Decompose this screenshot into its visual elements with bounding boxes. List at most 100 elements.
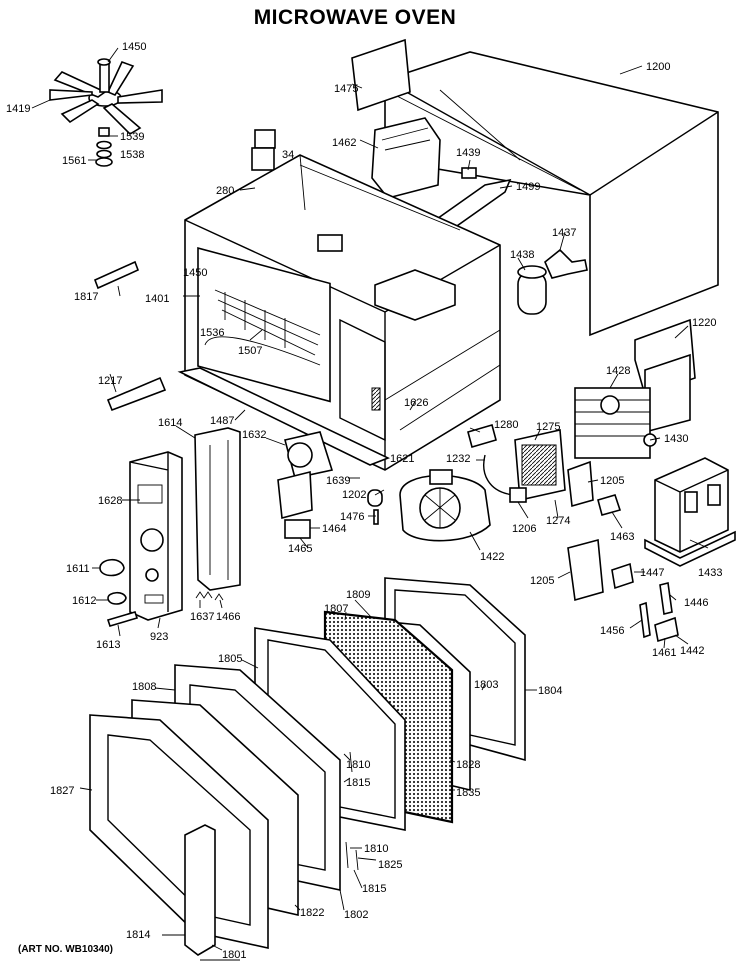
- callout-1613: 1613: [96, 639, 120, 651]
- callout-labels: 1450 1419 1539 1538 1561 1475 1200 1462 …: [6, 41, 722, 961]
- blower-motor-drawing: [399, 469, 491, 542]
- outer-case-drawing: [384, 51, 719, 337]
- page-title: MICROWAVE OVEN: [253, 6, 457, 29]
- callout-1275: 1275: [536, 421, 560, 433]
- callout-1464: 1464: [322, 523, 346, 535]
- callout-1422: 1422: [480, 551, 504, 563]
- callout-34: 34: [282, 149, 294, 161]
- callout-1810b: 1810: [364, 843, 388, 855]
- capacitor-drawing: [517, 248, 588, 315]
- callout-1632: 1632: [242, 429, 266, 441]
- callout-1803: 1803: [474, 679, 498, 691]
- callout-1439: 1439: [456, 147, 480, 159]
- callout-1205a: 1205: [600, 475, 624, 487]
- callout-923: 923: [150, 631, 168, 643]
- callout-1447: 1447: [640, 567, 664, 579]
- callout-1220: 1220: [692, 317, 716, 329]
- callout-1536: 1536: [200, 327, 224, 339]
- leader-lines: [31, 47, 709, 951]
- callout-1401: 1401: [145, 293, 169, 305]
- callout-1475: 1475: [334, 83, 358, 95]
- door-trim-1827: [89, 714, 269, 949]
- callout-1487: 1487: [210, 415, 234, 427]
- art-number: (ART NO. WB10340): [18, 944, 114, 955]
- callout-1561: 1561: [62, 155, 86, 167]
- callout-1217: 1217: [98, 375, 122, 387]
- callout-1809: 1809: [346, 589, 370, 601]
- callout-1815b: 1815: [362, 883, 386, 895]
- fan-blade-drawing: [49, 58, 163, 167]
- callout-1205b: 1205: [530, 575, 554, 587]
- callout-1499: 1499: [516, 181, 540, 193]
- callout-1621: 1621: [390, 453, 414, 465]
- callout-1462: 1462: [332, 137, 356, 149]
- callout-1461: 1461: [652, 647, 676, 659]
- callout-1232: 1232: [446, 453, 470, 465]
- callout-1280: 1280: [494, 419, 518, 431]
- power-cord: [483, 454, 526, 499]
- callout-1456: 1456: [600, 625, 624, 637]
- callout-1817: 1817: [74, 291, 98, 303]
- stirrer-motor-drawing: [277, 431, 334, 539]
- callout-1206: 1206: [512, 523, 536, 535]
- control-panel-drawing: [129, 451, 183, 621]
- small-bracket: [461, 167, 477, 179]
- callout-280: 280: [216, 185, 234, 197]
- switch-1447: [611, 562, 634, 590]
- knob-1611: [99, 558, 125, 577]
- callout-1465: 1465: [288, 543, 312, 555]
- transformer-drawing: [644, 457, 736, 567]
- callout-1476: 1476: [340, 511, 364, 523]
- bracket-1817: [93, 260, 140, 290]
- callout-1438: 1438: [510, 249, 534, 261]
- callout-1274: 1274: [546, 515, 570, 527]
- latch-bar-1613: [106, 611, 139, 627]
- callout-1827: 1827: [50, 785, 74, 797]
- callout-1611: 1611: [66, 563, 90, 575]
- screw-1456: [639, 601, 651, 639]
- bracket-1217: [106, 376, 167, 412]
- fuse-grille: [521, 444, 557, 486]
- callout-1428: 1428: [606, 365, 630, 377]
- callout-1507: 1507: [238, 345, 262, 357]
- callout-1614: 1614: [158, 417, 182, 429]
- callout-1637: 1637: [190, 611, 214, 623]
- callout-1202: 1202: [342, 489, 366, 501]
- door-handle-1814: [184, 824, 216, 956]
- callout-1828: 1828: [456, 759, 480, 771]
- air-duct-drawing: [371, 117, 441, 199]
- callout-1814: 1814: [126, 929, 150, 941]
- callout-1801: 1801: [222, 949, 246, 961]
- interlock-switch-upper: [567, 460, 594, 508]
- callout-1810a: 1810: [346, 759, 370, 771]
- callout-1815a: 1815: [346, 777, 370, 789]
- roller-1202: [367, 489, 383, 507]
- callout-1538: 1538: [120, 149, 144, 161]
- spring-1637: [195, 591, 213, 599]
- terminal-1280: [467, 424, 497, 448]
- callout-1802: 1802: [344, 909, 368, 921]
- callout-1612: 1612: [72, 595, 96, 607]
- actuator-1446: [659, 582, 673, 615]
- callout-1804: 1804: [538, 685, 562, 697]
- callout-1419: 1419: [6, 103, 30, 115]
- back-cover-plate: [351, 38, 411, 112]
- callout-1539: 1539: [120, 131, 144, 143]
- callout-1446: 1446: [684, 597, 708, 609]
- control-panel-frame: [194, 427, 241, 591]
- callout-1835: 1835: [456, 787, 480, 799]
- cord-plug: [509, 487, 527, 503]
- callout-1463: 1463: [610, 531, 634, 543]
- callout-1639: 1639: [326, 475, 350, 487]
- callout-1442: 1442: [680, 645, 704, 657]
- callout-1430: 1430: [664, 433, 688, 445]
- callout-1450a: 1450: [122, 41, 146, 53]
- screw-1476: [373, 509, 379, 525]
- callout-1807: 1807: [324, 603, 348, 615]
- interlock-switch-lower: [567, 538, 604, 602]
- callout-1825: 1825: [378, 859, 402, 871]
- bottom-plate: [177, 367, 391, 466]
- callout-1466: 1466: [216, 611, 240, 623]
- callout-1437: 1437: [552, 227, 576, 239]
